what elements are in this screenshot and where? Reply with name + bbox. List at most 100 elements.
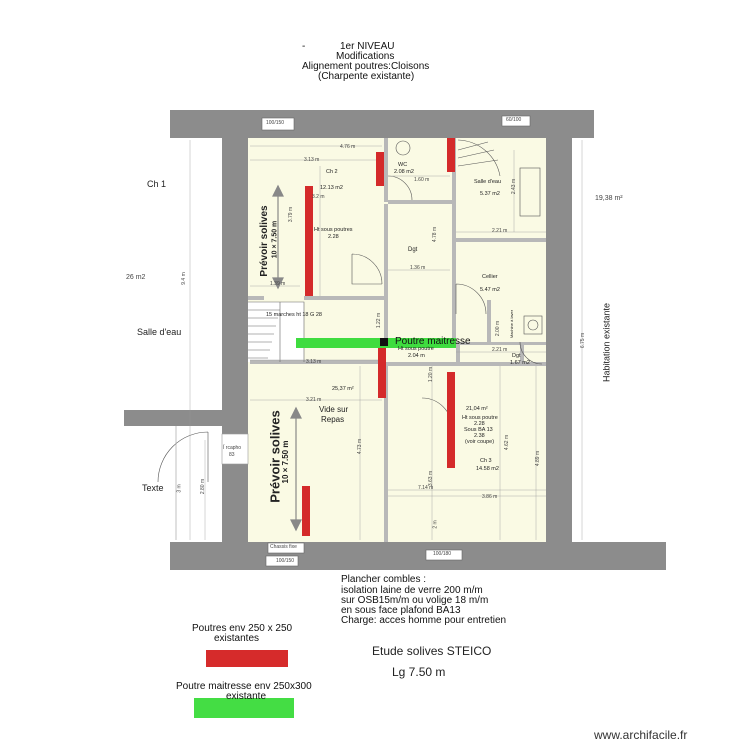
room-ch2: Ch 2	[326, 169, 338, 175]
left-annex	[175, 426, 249, 540]
room-sde-area: 5.37 m2	[480, 191, 500, 197]
dim-221b: 2.21 m	[492, 347, 508, 353]
dim-v3: 3 m	[176, 484, 183, 493]
room-ch2-ht: Ht sous poutres	[314, 227, 353, 233]
room-ch2-ht-val: 2.28	[328, 234, 339, 240]
room-vide-line1: Vide sur	[319, 405, 349, 414]
dim-v280: 2.80 m	[200, 478, 207, 495]
room-area-21: 21,04 m²	[466, 406, 488, 412]
room-ch3-ba: Sous BA 13	[464, 427, 493, 433]
note-lg: Lg 7.50 m	[392, 665, 446, 679]
room-ch2-area: 12.13 m2	[320, 185, 343, 191]
wall-right	[546, 110, 572, 570]
label-recapho: Ï rcapho	[223, 445, 242, 451]
legend-poutres-l2: existantes	[214, 633, 260, 644]
opening-chassis: Chassis fixe	[270, 544, 297, 550]
dim-221a: 2.21 m	[492, 228, 508, 234]
dim-136: 1.36 m	[410, 265, 426, 271]
room-stairs: 15 marches ht 18 G 28	[266, 312, 322, 318]
dim-v489: 4.89 m	[535, 450, 542, 467]
note-etude: Etude solives STEICO	[372, 644, 492, 658]
legend-maitresse-l2: existante	[226, 691, 267, 702]
red-beam	[302, 486, 310, 536]
label-area-19: 19,38 m²	[595, 195, 623, 202]
legend-red-swatch	[206, 650, 288, 667]
dim-313a: 3.13 m	[304, 157, 320, 163]
dim-160: 1.60 m	[414, 177, 430, 183]
dim-v94: 9.4 m	[180, 272, 187, 285]
stair-area	[248, 302, 304, 362]
room-dgt2-area: 1.67 m2	[510, 360, 530, 366]
dim-v379: 3.79 m	[288, 206, 295, 223]
dim-v122: 1.22 m	[376, 312, 383, 329]
dim-v120: 1.20 m	[428, 366, 435, 383]
header-dash: -	[302, 41, 306, 52]
room-ht-poutre-val: 2.04 m	[408, 353, 425, 359]
room-ch3-ht-val: 2.28	[474, 421, 485, 427]
note-plancher-l3: en sous face plafond BA13	[341, 605, 461, 616]
dim-v675: 6.75 m	[580, 332, 587, 349]
dim-476: 4.76 m	[340, 144, 356, 150]
room-ch3-ht: Ht sous poutre	[462, 415, 498, 421]
solive-arrows	[272, 184, 302, 532]
dim-321: 3.21 m	[306, 397, 322, 403]
label-poutre-maitresse: Poutre maitresse	[395, 336, 471, 347]
dim-v462: 4.62 m	[504, 434, 511, 451]
windows	[261, 115, 531, 567]
red-beam	[378, 348, 386, 398]
sanitary-details	[395, 139, 543, 335]
room-area-25: 25,37 m²	[332, 386, 354, 392]
dim-714: 7.14 m	[418, 485, 434, 491]
room-cellier-area: 5.47 m2	[480, 287, 500, 293]
opening-bottom-left: 100/150	[276, 558, 295, 564]
note-plancher-l4: Charge: acces homme pour entretien	[341, 615, 507, 626]
legend-maitresse-l1: Poutre maitresse env 250x300	[176, 681, 312, 692]
dim-v2: 2 m	[432, 520, 439, 529]
red-beam	[305, 186, 313, 296]
wall-left-stub	[124, 410, 222, 426]
dim-313b: 3.13 m	[306, 359, 322, 365]
opening-top-right: 60/100	[506, 117, 522, 123]
room-ch3-ba-val: 2.38	[474, 433, 485, 439]
note-plancher-l1: isolation laine de verre 200 m/m	[341, 585, 483, 596]
room-sde: Salle d'eau	[474, 179, 502, 185]
dim-32: 3.2 m	[312, 194, 325, 200]
room-dgt2: Dgt	[512, 353, 521, 359]
red-beam	[447, 372, 455, 468]
room-cellier: Cellier	[482, 274, 498, 280]
red-beams	[302, 138, 455, 536]
dim-139: 1.39 m	[270, 281, 286, 287]
door-swings	[157, 175, 543, 483]
room-vide-line2: Repas	[321, 415, 345, 424]
header-line2: Modifications	[336, 51, 395, 62]
label-salle-eau-outside: Salle d'eau	[137, 327, 182, 337]
room-dgt: Dgt	[408, 247, 418, 253]
beam-post	[380, 338, 388, 346]
prevoir-dim-top: 10 × 7.50 m	[271, 220, 279, 259]
red-beam	[376, 152, 384, 186]
label-area-26: 26 m2	[126, 274, 146, 281]
header-line4: (Charpente existante)	[318, 71, 415, 82]
dim-v243: 2.43 m	[511, 178, 518, 195]
dim-v473: 4.73 m	[357, 438, 364, 455]
dim-386: 3.86 m	[482, 494, 498, 500]
watermark[interactable]: www.archifacile.fr	[594, 728, 688, 742]
label-habitation: Habitation existante	[601, 302, 612, 383]
legend-green-swatch	[194, 698, 294, 718]
red-beam	[447, 138, 455, 172]
note-plancher-title: Plancher combles :	[341, 574, 427, 585]
room-machine: Machine à laver	[509, 309, 515, 339]
room-ch3-area: 14.58 m2	[476, 466, 499, 472]
green-beam	[296, 338, 456, 348]
wall-left	[222, 110, 248, 570]
prevoir-solives-top: Prévoir solives	[259, 205, 270, 277]
room-ht-poutre: Ht sous poutre	[398, 346, 434, 352]
room-voir-coupe: (voir coupe)	[465, 439, 495, 445]
partitions	[248, 138, 546, 542]
dim-v478: 4.78 m	[432, 226, 439, 243]
prevoir-dim-bottom: 10 × 7.50 m	[281, 440, 290, 484]
wall-right-stub	[572, 542, 666, 570]
legend-poutres-l1: Poutres env 250 x 250	[192, 623, 293, 634]
prevoir-solives-bottom: Prévoir solives	[267, 410, 283, 503]
